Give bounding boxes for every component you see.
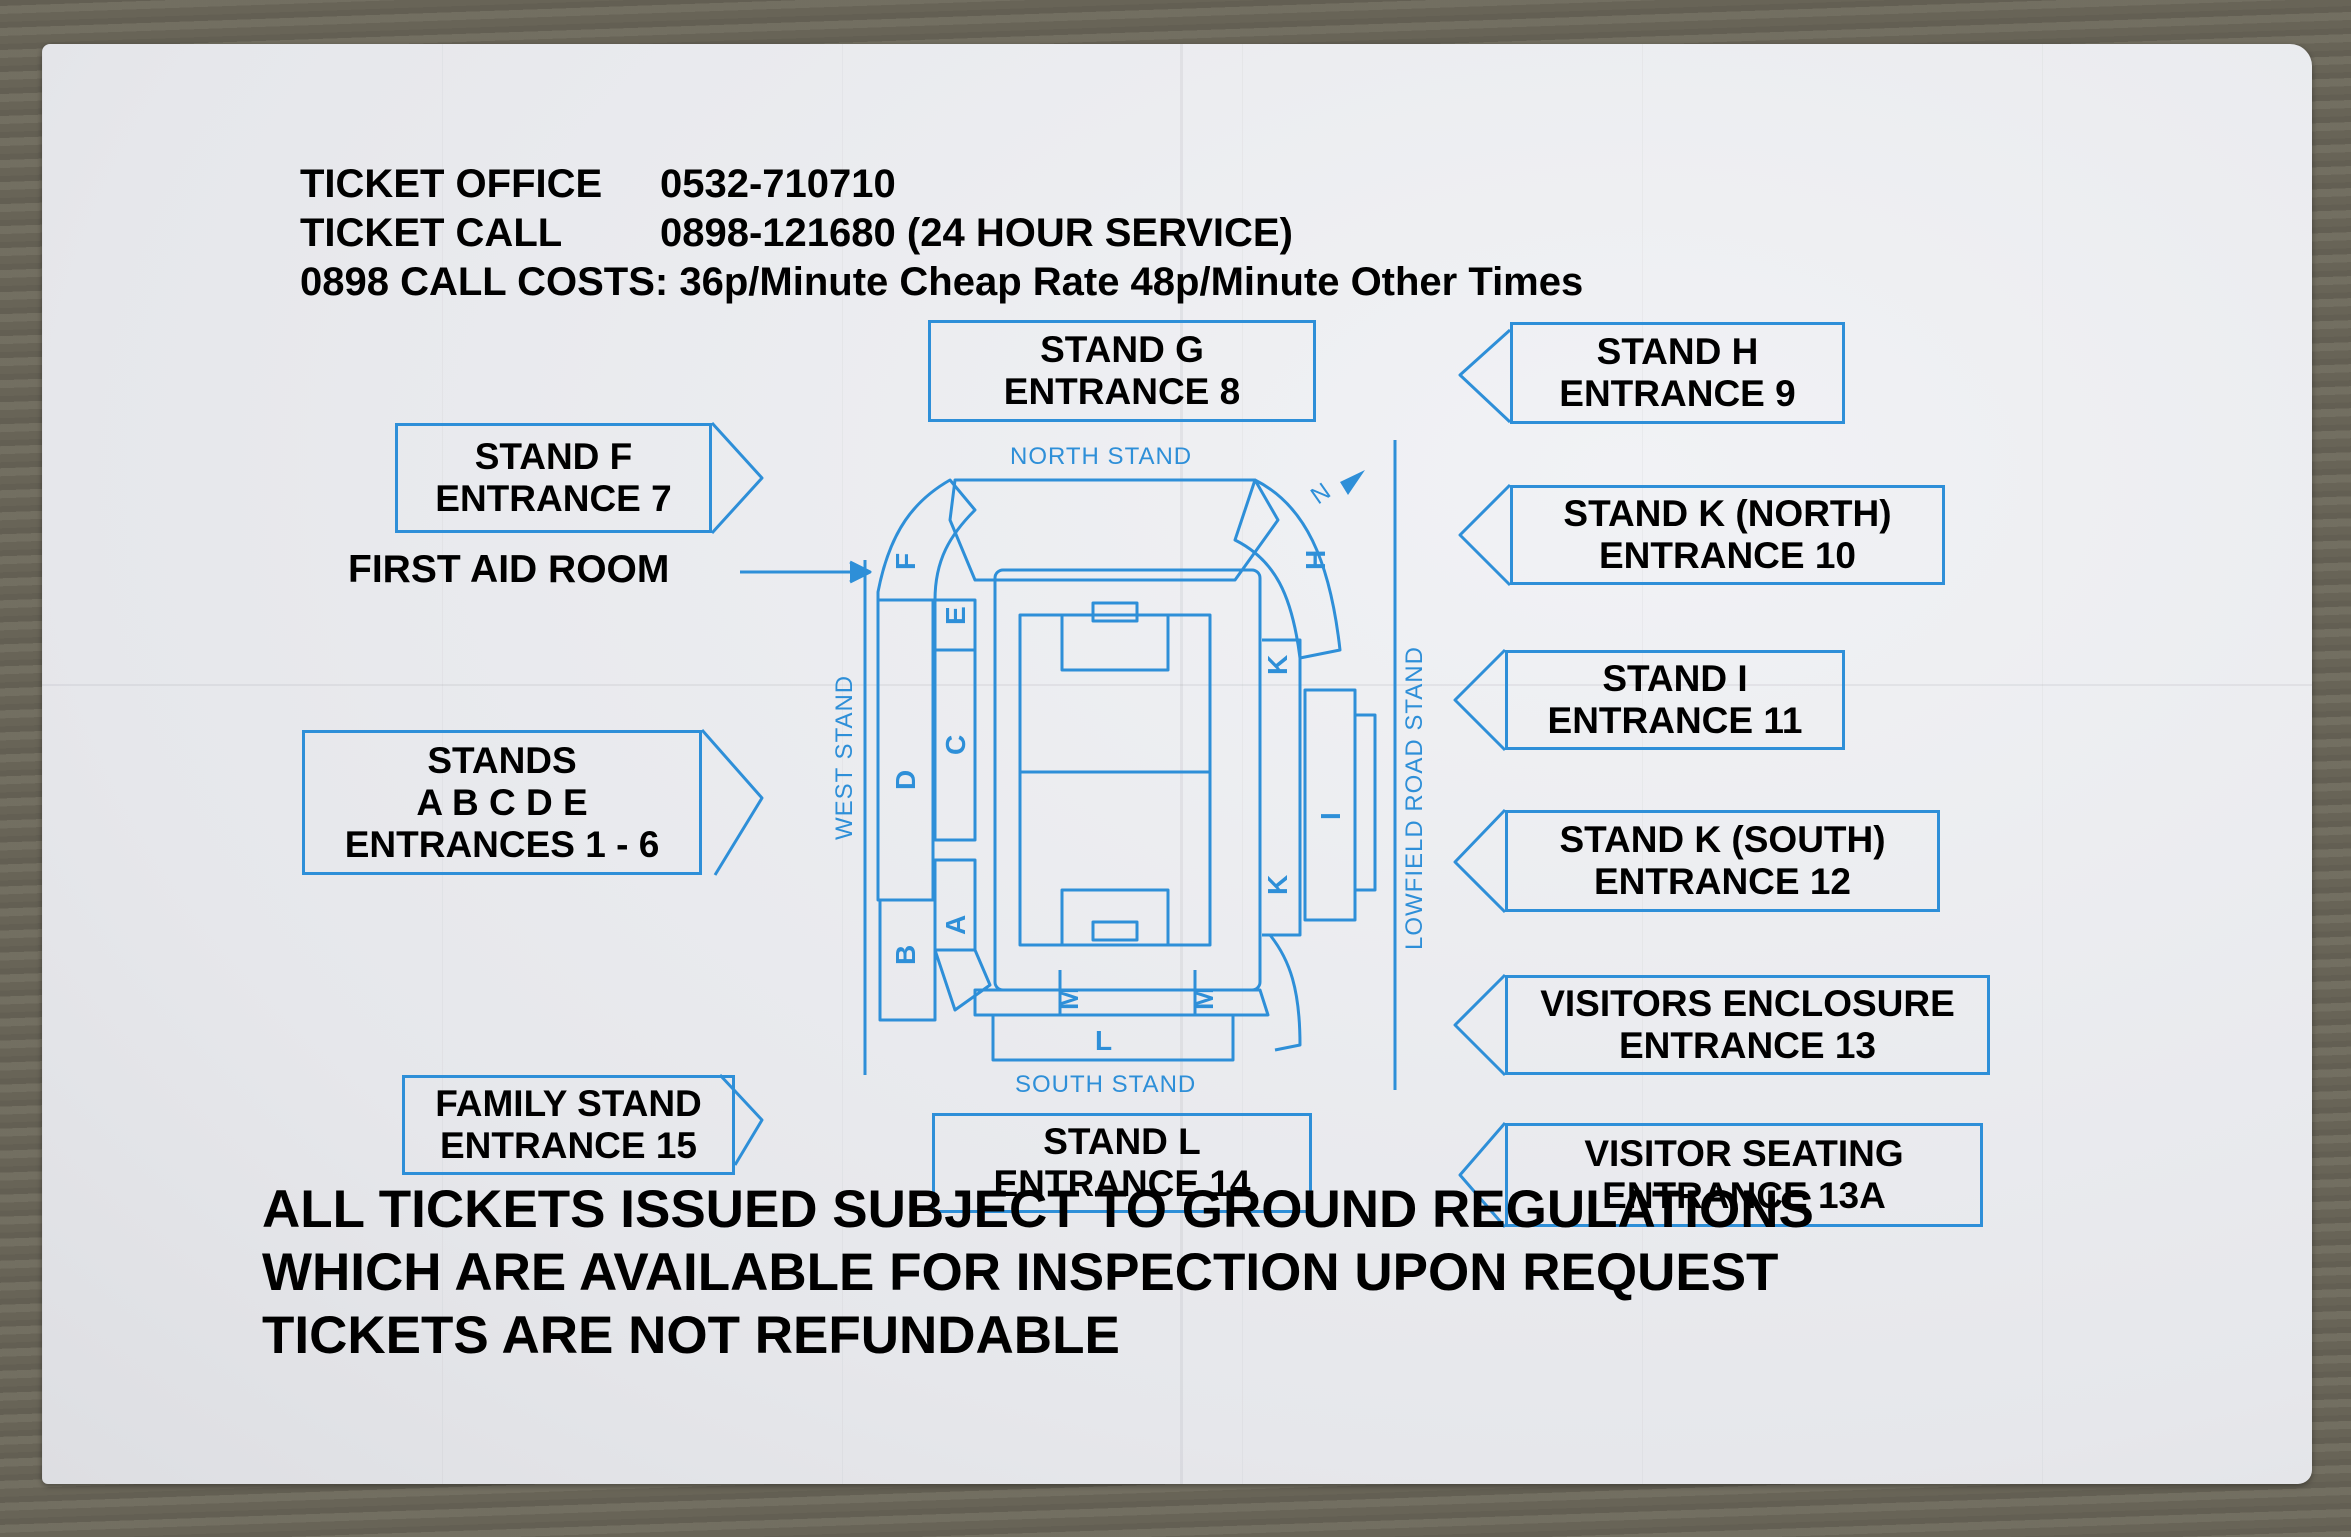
stand-i-block <box>1303 688 1357 922</box>
stand-l-block <box>991 1013 1235 1062</box>
stand-l-name: STAND L <box>1043 1121 1201 1162</box>
pitch <box>1018 613 1212 947</box>
call-costs: 0898 CALL COSTS: 36p/Minute Cheap Rate 4… <box>300 260 1584 304</box>
stand-k-north-entrance: ENTRANCE 10 <box>1599 535 1856 576</box>
pitch-surround <box>993 568 1262 992</box>
north-stand <box>948 478 1280 582</box>
stand-g-name: STAND G <box>1040 329 1204 370</box>
visitor-seating-name: VISITOR SEATING <box>1584 1133 1904 1174</box>
stand-k-south-name: STAND K (SOUTH) <box>1559 819 1886 860</box>
block-e-label: E <box>940 606 971 625</box>
south-penalty-box <box>1060 888 1170 947</box>
south-stand-front <box>973 988 1270 1017</box>
stand-h-pointer <box>1458 328 1512 424</box>
south-goal <box>1091 920 1139 942</box>
stands-abcde-callout: STANDS A B C D E ENTRANCES 1 - 6 <box>302 730 702 875</box>
stand-b-block <box>878 898 937 1022</box>
stand-k-north-pointer <box>1458 483 1512 587</box>
stand-h-corner <box>1233 478 1342 660</box>
visitor-seating-callout: VISITOR SEATING ENTRANCE 13A <box>1505 1123 1983 1227</box>
ticket-office-line: TICKET OFFICE 0532-710710 <box>300 160 896 209</box>
stand-a-block <box>933 858 977 952</box>
stand-f-name: STAND F <box>474 436 633 477</box>
visitors-enclosure-entrance: ENTRANCE 13 <box>1619 1025 1876 1066</box>
north-stand-label: NORTH STAND <box>1010 443 1192 470</box>
visitors-enclosure-callout: VISITORS ENCLOSURE ENTRANCE 13 <box>1505 975 1990 1075</box>
block-m-east-label: M <box>1188 987 1219 1010</box>
stand-i-callout: STAND I ENTRANCE 11 <box>1505 650 1845 750</box>
stand-h-entrance: ENTRANCE 9 <box>1559 373 1796 414</box>
ticket <box>42 44 2312 1484</box>
stand-k-block <box>1262 638 1302 937</box>
block-f-label: F <box>890 553 921 570</box>
stand-h-callout: STAND H ENTRANCE 9 <box>1510 322 1845 424</box>
east-entrance-steps <box>1355 713 1377 892</box>
first-aid-arrow-head <box>849 560 872 584</box>
stand-g-callout: STAND G ENTRANCE 8 <box>928 320 1316 422</box>
visitors-enclosure-pointer <box>1453 973 1507 1077</box>
block-d-label: D <box>890 770 921 790</box>
stand-k-south-pointer <box>1453 808 1507 914</box>
fold-crease <box>1180 44 1183 1484</box>
block-i-label: I <box>1315 812 1346 820</box>
block-h-label: H <box>1300 550 1331 570</box>
stand-f-callout: STAND F ENTRANCE 7 <box>395 423 712 533</box>
conditions-line: WHICH ARE AVAILABLE FOR INSPECTION UPON … <box>262 1243 1779 1302</box>
stand-g-entrance: ENTRANCE 8 <box>1003 371 1241 412</box>
stand-k-north-callout: STAND K (NORTH) ENTRANCE 10 <box>1510 485 1945 585</box>
visitor-seating-entrance: ENTRANCE 13A <box>1602 1175 1886 1216</box>
stands-abcde-pointer <box>700 729 764 876</box>
stand-d-block <box>876 598 935 902</box>
ticket-office-label: TICKET OFFICE <box>300 162 603 206</box>
stand-l-entrance: ENTRANCE 14 <box>993 1163 1251 1204</box>
stand-l-callout: STAND L ENTRANCE 14 <box>932 1113 1312 1213</box>
north-goal <box>1091 601 1139 623</box>
fold-crease <box>42 684 2312 686</box>
stand-f-pointer <box>710 421 764 535</box>
sw-corner <box>933 948 992 1012</box>
family-stand-callout: FAMILY STAND ENTRANCE 15 <box>402 1075 735 1175</box>
west-stand-label: WEST STAND <box>831 675 858 840</box>
stand-k-north-name: STAND K (NORTH) <box>1563 493 1892 534</box>
block-k-north-label: K <box>1262 655 1293 675</box>
stand-f-corner <box>876 478 977 602</box>
se-corner <box>1268 934 1302 1052</box>
ticket-call-label: TICKET CALL <box>300 211 563 255</box>
stand-f-entrance: ENTRANCE 7 <box>435 478 672 519</box>
ticket-call-number: 0898-121680 (24 HOUR SERVICE) <box>660 211 1293 255</box>
family-stand-entrance: ENTRANCE 15 <box>440 1125 697 1166</box>
stand-k-south-entrance: ENTRANCE 12 <box>1594 861 1851 902</box>
block-m-west-label: M <box>1053 987 1084 1010</box>
north-penalty-box <box>1060 613 1170 672</box>
conditions-line: TICKETS ARE NOT REFUNDABLE <box>262 1306 1120 1365</box>
block-l-label: L <box>1095 1025 1112 1056</box>
visitors-enclosure-name: VISITORS ENCLOSURE <box>1540 983 1955 1024</box>
block-b-label: B <box>890 945 921 965</box>
ticket-call-line: TICKET CALL 0898-121680 (24 HOUR SERVICE) <box>300 209 1293 258</box>
stand-k-south-callout: STAND K (SOUTH) ENTRANCE 12 <box>1505 810 1940 912</box>
visitor-seating-pointer <box>1458 1122 1507 1228</box>
stand-c-block <box>933 648 977 842</box>
conditions-line: ALL TICKETS ISSUED SUBJECT TO GROUND REG… <box>262 1180 1814 1239</box>
stands-abcde-entrances: ENTRANCES 1 - 6 <box>344 823 660 865</box>
south-stand-label: SOUTH STAND <box>1015 1071 1196 1098</box>
ticket-office-number: 0532-710710 <box>660 162 896 206</box>
stand-h-name: STAND H <box>1596 331 1759 372</box>
east-stand-label: LOWFIELD ROAD STAND <box>1401 646 1428 950</box>
north-arrow-icon <box>1340 470 1365 495</box>
block-k-south-label: K <box>1262 875 1293 895</box>
ticket-conditions: ALL TICKETS ISSUED SUBJECT TO GROUND REG… <box>262 1178 1814 1367</box>
stand-i-pointer <box>1453 648 1507 752</box>
stand-i-entrance: ENTRANCE 11 <box>1547 700 1803 741</box>
family-stand-name: FAMILY STAND <box>435 1083 702 1124</box>
stands-abcde-letters: A B C D E <box>416 781 588 823</box>
north-arrow-label: N <box>1306 477 1337 510</box>
block-a-label: A <box>940 915 971 935</box>
stand-i-name: STAND I <box>1602 658 1748 699</box>
stands-abcde-title: STANDS <box>427 739 577 781</box>
block-c-label: C <box>940 735 971 755</box>
first-aid-room-label: FIRST AID ROOM <box>348 548 670 591</box>
